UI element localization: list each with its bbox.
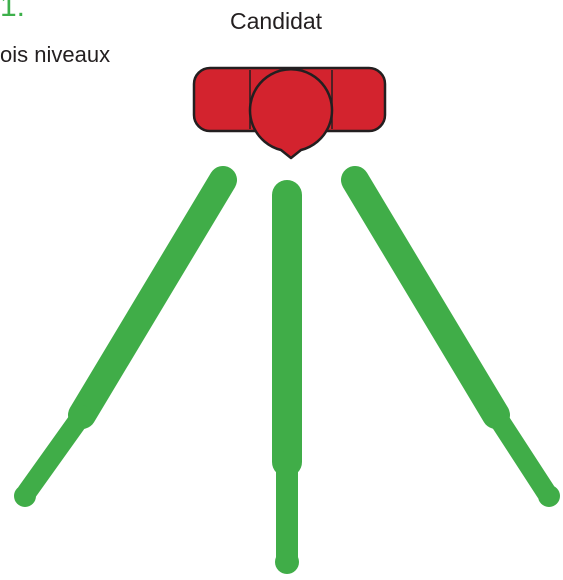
left-branch-end-knob xyxy=(14,485,36,507)
candidate-node xyxy=(194,68,385,158)
right-branch xyxy=(355,180,560,507)
left-branch-lower-segment xyxy=(27,415,82,492)
right-branch-lower-segment xyxy=(496,415,546,492)
center-branch-end-knob xyxy=(275,550,299,574)
center-branch xyxy=(275,195,299,574)
left-branch-upper-segment xyxy=(82,180,223,415)
right-branch-upper-segment xyxy=(355,180,496,415)
left-branch xyxy=(14,180,223,507)
candidate-node-circle xyxy=(250,69,332,158)
right-branch-end-knob xyxy=(538,485,560,507)
